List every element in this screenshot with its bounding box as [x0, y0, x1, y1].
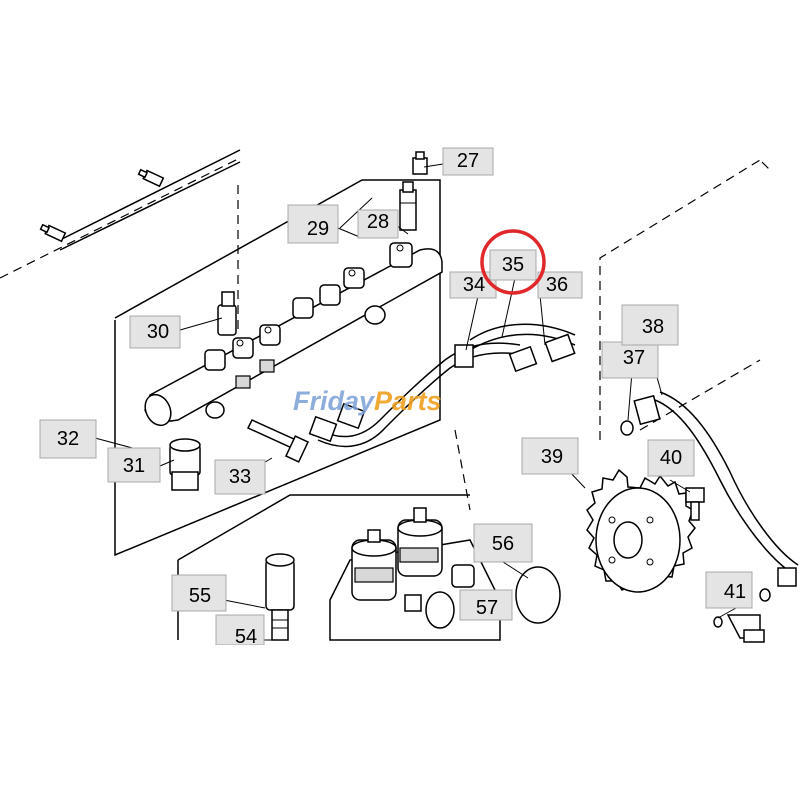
- callout-30: 30: [129, 315, 181, 349]
- callout-57: 57: [459, 589, 513, 621]
- rail-fittings: [204, 242, 413, 371]
- svg-text:38: 38: [642, 316, 664, 338]
- svg-text:32: 32: [57, 428, 79, 450]
- part-41-fitting: [713, 614, 765, 643]
- svg-text:41: 41: [724, 581, 746, 603]
- svg-text:34: 34: [463, 274, 485, 296]
- part-30-valve: [217, 291, 237, 336]
- svg-text:55: 55: [189, 585, 211, 607]
- upper-injector-line: [39, 149, 241, 251]
- svg-text:31: 31: [123, 455, 145, 477]
- callout-40: 40: [647, 439, 695, 477]
- callout-29: 29: [287, 204, 339, 244]
- callout-38: 38: [621, 304, 679, 346]
- callout-34: 34: [449, 271, 497, 299]
- part-56-gasket: [515, 566, 561, 624]
- callout-32: 32: [39, 419, 97, 459]
- svg-text:40: 40: [660, 447, 682, 469]
- svg-text:36: 36: [546, 274, 568, 296]
- callout-54: 54: [215, 614, 265, 648]
- svg-text:35: 35: [502, 254, 524, 276]
- callout-33: 33: [214, 459, 266, 495]
- callout-37: 37: [601, 341, 659, 379]
- part-35-fuel-line: [308, 323, 576, 448]
- svg-text:37: 37: [623, 347, 645, 369]
- svg-text:29: 29: [307, 218, 329, 240]
- callout-35: 35: [489, 249, 537, 281]
- watermark: FridayParts: [293, 386, 442, 416]
- leader-lines: [94, 163, 737, 641]
- svg-text:27: 27: [457, 150, 479, 172]
- part-33-bolt: [246, 419, 309, 463]
- injector-nozzle-left: [39, 223, 67, 243]
- bottom-whitespace: [0, 645, 800, 800]
- callout-39: 39: [521, 437, 579, 475]
- highlight-circle-35: [480, 229, 546, 295]
- svg-text:57: 57: [476, 597, 498, 619]
- svg-text:39: 39: [541, 446, 563, 468]
- part-39-gear: [586, 468, 696, 594]
- svg-text:56: 56: [492, 533, 514, 555]
- part-40-bolt: [685, 487, 705, 521]
- svg-text:30: 30: [147, 321, 169, 343]
- callout-56: 56: [473, 523, 533, 563]
- callout-27: 27: [442, 147, 494, 176]
- common-rail: [144, 242, 443, 427]
- part-31-fitting: [169, 438, 201, 491]
- svg-text:33: 33: [229, 466, 251, 488]
- rail-small-nuts: [235, 359, 275, 389]
- part-55-filter: [265, 553, 295, 641]
- callout-28: 28: [357, 209, 399, 239]
- svg-text:FridayParts: FridayParts: [293, 386, 442, 416]
- part-28-sensor: [399, 181, 417, 231]
- callout-36: 36: [537, 271, 583, 299]
- injector-nozzle-mid: [137, 168, 165, 188]
- callout-41: 41: [705, 571, 753, 609]
- callout-labels: 27 28 29 30 31 32 33 34 35 36 37 38 39 4…: [39, 147, 753, 648]
- callout-55: 55: [171, 574, 227, 612]
- pump-assembly: [329, 507, 501, 641]
- callout-31: 31: [107, 447, 161, 483]
- svg-text:54: 54: [235, 626, 257, 648]
- svg-text:28: 28: [367, 211, 389, 233]
- part-27-valve: [412, 151, 428, 175]
- part-38-side-line: [620, 391, 799, 602]
